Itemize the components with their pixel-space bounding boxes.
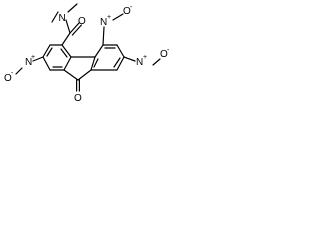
nitro-right-minus-label: - (167, 47, 170, 54)
nitro-left-plus-label: + (31, 54, 35, 61)
nitro-left-minus-label: - (11, 70, 14, 77)
nitro-right-nitrogen-label: N (136, 57, 143, 68)
nitro-left-o-bond (15, 67, 23, 75)
left-ring-bond-5 (63, 56, 72, 71)
nitro-left-oxygen-label: O (4, 73, 12, 84)
left-ring-bond-3 (42, 56, 51, 71)
right-ring-bond-1 (94, 44, 104, 58)
carbonyl-ring-bond (61, 32, 71, 46)
methyl-bond-left (51, 11, 59, 23)
right-ring-inner-3 (93, 58, 99, 68)
nitro-top-o-bond (112, 13, 124, 21)
right-ring-bond-6 (90, 56, 96, 71)
carbonyl-double-bond-a (69, 22, 80, 34)
ketone-oxygen-label: O (74, 93, 82, 104)
nitro-right-plus-label: + (143, 54, 147, 61)
right-ring-inner-2 (113, 57, 121, 68)
right-ring-bond-3 (116, 44, 125, 58)
left-ring-bond-2 (42, 44, 51, 58)
nitro-left-nitrogen-label: N (25, 57, 32, 68)
amide-nitrogen-label: N (59, 13, 66, 24)
atom-label-layer: N O N + O - N + O - N + O - O (4, 4, 170, 104)
right-ring-bond-4 (116, 56, 125, 71)
carbonyl-double-bond-b (71, 24, 83, 36)
nitro-top-nitrogen-label: N (100, 17, 107, 28)
five-ring-left-bond (63, 69, 79, 81)
left-ring-inner-1 (46, 47, 53, 57)
methyl-bond-right (67, 3, 78, 13)
nitro-right-oxygen-label: O (160, 49, 168, 60)
chemical-structure-diagram: N O N + O - N + O - N + O - O (4, 3, 170, 104)
left-ring-bond-6 (61, 44, 72, 58)
amide-n-c-bond (65, 19, 71, 34)
left-ring-inner-3 (60, 48, 68, 58)
five-ring-right-bond (77, 69, 92, 81)
nitro-top-minus-label: - (130, 4, 133, 11)
bond-layer (15, 3, 161, 92)
nitro-right-bond (123, 56, 136, 62)
amide-oxygen-label: O (78, 16, 86, 27)
nitro-top-bond (102, 26, 105, 46)
nitro-right-o-bond (152, 58, 161, 66)
nitro-top-oxygen-label: O (123, 6, 131, 17)
nitro-top-plus-label: + (107, 14, 111, 21)
nitro-left-bond (32, 56, 44, 62)
